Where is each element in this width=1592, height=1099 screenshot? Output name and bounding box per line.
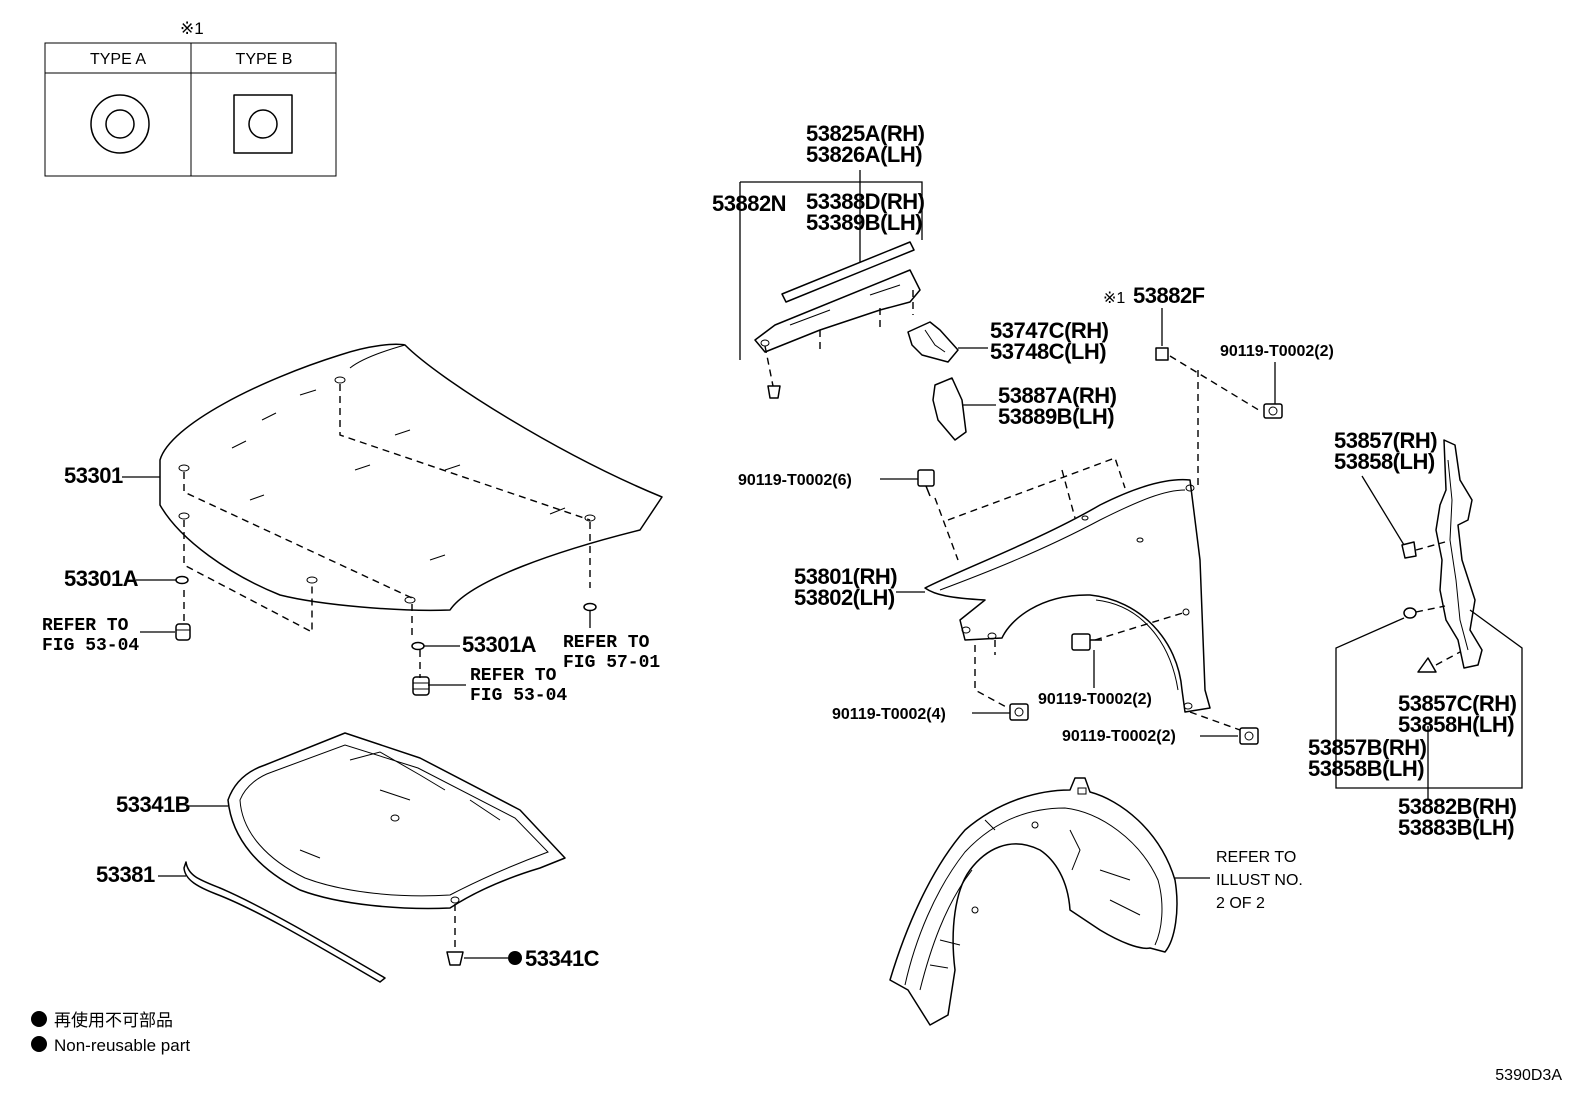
bolt-fender-inner bbox=[1071, 633, 1102, 651]
label-fender-lh: 53802(LH) bbox=[794, 585, 895, 610]
legend-text-en: Non-reusable part bbox=[54, 1036, 190, 1055]
type-b-clip-icon bbox=[233, 94, 293, 154]
label-fender-pad-lh: 53889B(LH) bbox=[998, 404, 1114, 429]
label-seal-c-rh: 53857C(RH) bbox=[1398, 691, 1517, 716]
label-seal-rh: 53388D(RH) bbox=[806, 189, 925, 214]
hood-insulator bbox=[227, 732, 566, 910]
legend-text-jp: 再使用不可部品 bbox=[54, 1010, 173, 1030]
hood-panel bbox=[159, 343, 663, 612]
label-bolt-fender-lower: 90119-T0002(4) bbox=[832, 706, 946, 723]
ref-text-3: REFER TO bbox=[563, 633, 650, 653]
rear-seal-strip bbox=[1435, 439, 1483, 669]
hood-seal bbox=[183, 861, 386, 983]
fender-panel bbox=[924, 478, 1211, 713]
hood-cushion-2-part bbox=[411, 641, 425, 651]
ref-text-2: REFER TO bbox=[470, 666, 557, 686]
label-bolt-fender-rear: 90119-T0002(2) bbox=[1062, 728, 1176, 745]
bolt-fender-rear bbox=[1239, 727, 1259, 745]
label-hood: 53301 bbox=[64, 463, 123, 488]
hood-seal-strip bbox=[781, 241, 915, 303]
legend-dot-jp bbox=[31, 1011, 47, 1027]
label-hood-insulator: 53341B bbox=[116, 792, 190, 817]
label-bracket-lh: 53748C(LH) bbox=[990, 339, 1106, 364]
label-retainer: 53882N bbox=[712, 191, 786, 216]
ref-fig-53-04-b: FIG 53-04 bbox=[470, 686, 567, 706]
type-legend-table: ※1 TYPE A TYPE B bbox=[44, 19, 337, 177]
label-bracket-rh: 53747C(RH) bbox=[990, 318, 1109, 343]
label-seal-rear-rh: 53857(RH) bbox=[1334, 428, 1437, 453]
label-seal-assy-lh: 53883B(LH) bbox=[1398, 815, 1514, 840]
label-fender-rh: 53801(RH) bbox=[794, 564, 897, 589]
label-bolt-fender-inner: 90119-T0002(2) bbox=[1038, 691, 1152, 708]
label-hood-seal: 53381 bbox=[96, 862, 155, 887]
bolt-fender-front bbox=[917, 469, 935, 497]
label-hood-cushion: 53301A bbox=[64, 566, 139, 591]
label-fender-clip: 53882F bbox=[1133, 283, 1205, 308]
label-bolt-fender-front: 90119-T0002(6) bbox=[738, 472, 852, 489]
liner-refer-line-2: ILLUST NO. bbox=[1216, 872, 1303, 889]
seal-rear-clip bbox=[1401, 541, 1417, 559]
label-seal-rear-lh: 53858(LH) bbox=[1334, 449, 1435, 474]
label-seal-b-lh: 53858B(LH) bbox=[1308, 756, 1424, 781]
non-reusable-dot bbox=[508, 951, 522, 965]
liner-refer-line-3: 2 OF 2 bbox=[1216, 895, 1265, 912]
label-fender-pad-rh: 53887A(RH) bbox=[998, 383, 1117, 408]
insulator-clip-part bbox=[446, 951, 464, 966]
label-insulator-clip: 53341C bbox=[525, 946, 600, 971]
seal-c-clip bbox=[1403, 607, 1417, 619]
type-a-label: TYPE A bbox=[90, 51, 146, 68]
label-seal-lh: 53389B(LH) bbox=[806, 210, 922, 235]
label-seal-c-lh: 53858H(LH) bbox=[1398, 712, 1514, 737]
fender-liner bbox=[889, 777, 1178, 1026]
legend-marker: ※1 bbox=[180, 19, 204, 38]
label-seal-assy-rh: 53882B(RH) bbox=[1398, 794, 1517, 819]
label-weatherstrip-lh: 53826A(LH) bbox=[806, 142, 922, 167]
figure-code: 5390D3A bbox=[1495, 1067, 1562, 1084]
type-b-label: TYPE B bbox=[236, 51, 293, 68]
bolt-fender-lower bbox=[1009, 703, 1029, 721]
hood-stopper-bolt-a bbox=[175, 623, 191, 641]
legend-dot-en bbox=[31, 1036, 47, 1052]
retainer-clip bbox=[767, 385, 781, 399]
fender-pad-part bbox=[932, 377, 967, 441]
label-weatherstrip-rh: 53825A(RH) bbox=[806, 121, 925, 146]
ref-text-1: REFER TO bbox=[42, 616, 129, 636]
fender-clip-part bbox=[1155, 347, 1169, 361]
label-hood-cushion-2: 53301A bbox=[462, 632, 537, 657]
liner-refer-line-1: REFER TO bbox=[1216, 849, 1296, 866]
retainer-part bbox=[754, 269, 921, 353]
bolt-fender-top bbox=[1263, 403, 1283, 419]
hood-stopper-bolt-b bbox=[412, 676, 430, 696]
ref-fig-53-04-a: FIG 53-04 bbox=[42, 636, 139, 656]
label-seal-b-rh: 53857B(RH) bbox=[1308, 735, 1427, 760]
label-bolt-fender-top: 90119-T0002(2) bbox=[1220, 343, 1334, 360]
label-fender-clip-marker: ※1 bbox=[1103, 290, 1125, 307]
seal-c-part bbox=[1417, 657, 1437, 673]
hood-cushion-part bbox=[175, 575, 189, 585]
ref-fig-57-01: FIG 57-01 bbox=[563, 653, 660, 673]
bracket-part bbox=[907, 321, 959, 363]
type-a-clip-icon bbox=[90, 94, 150, 154]
